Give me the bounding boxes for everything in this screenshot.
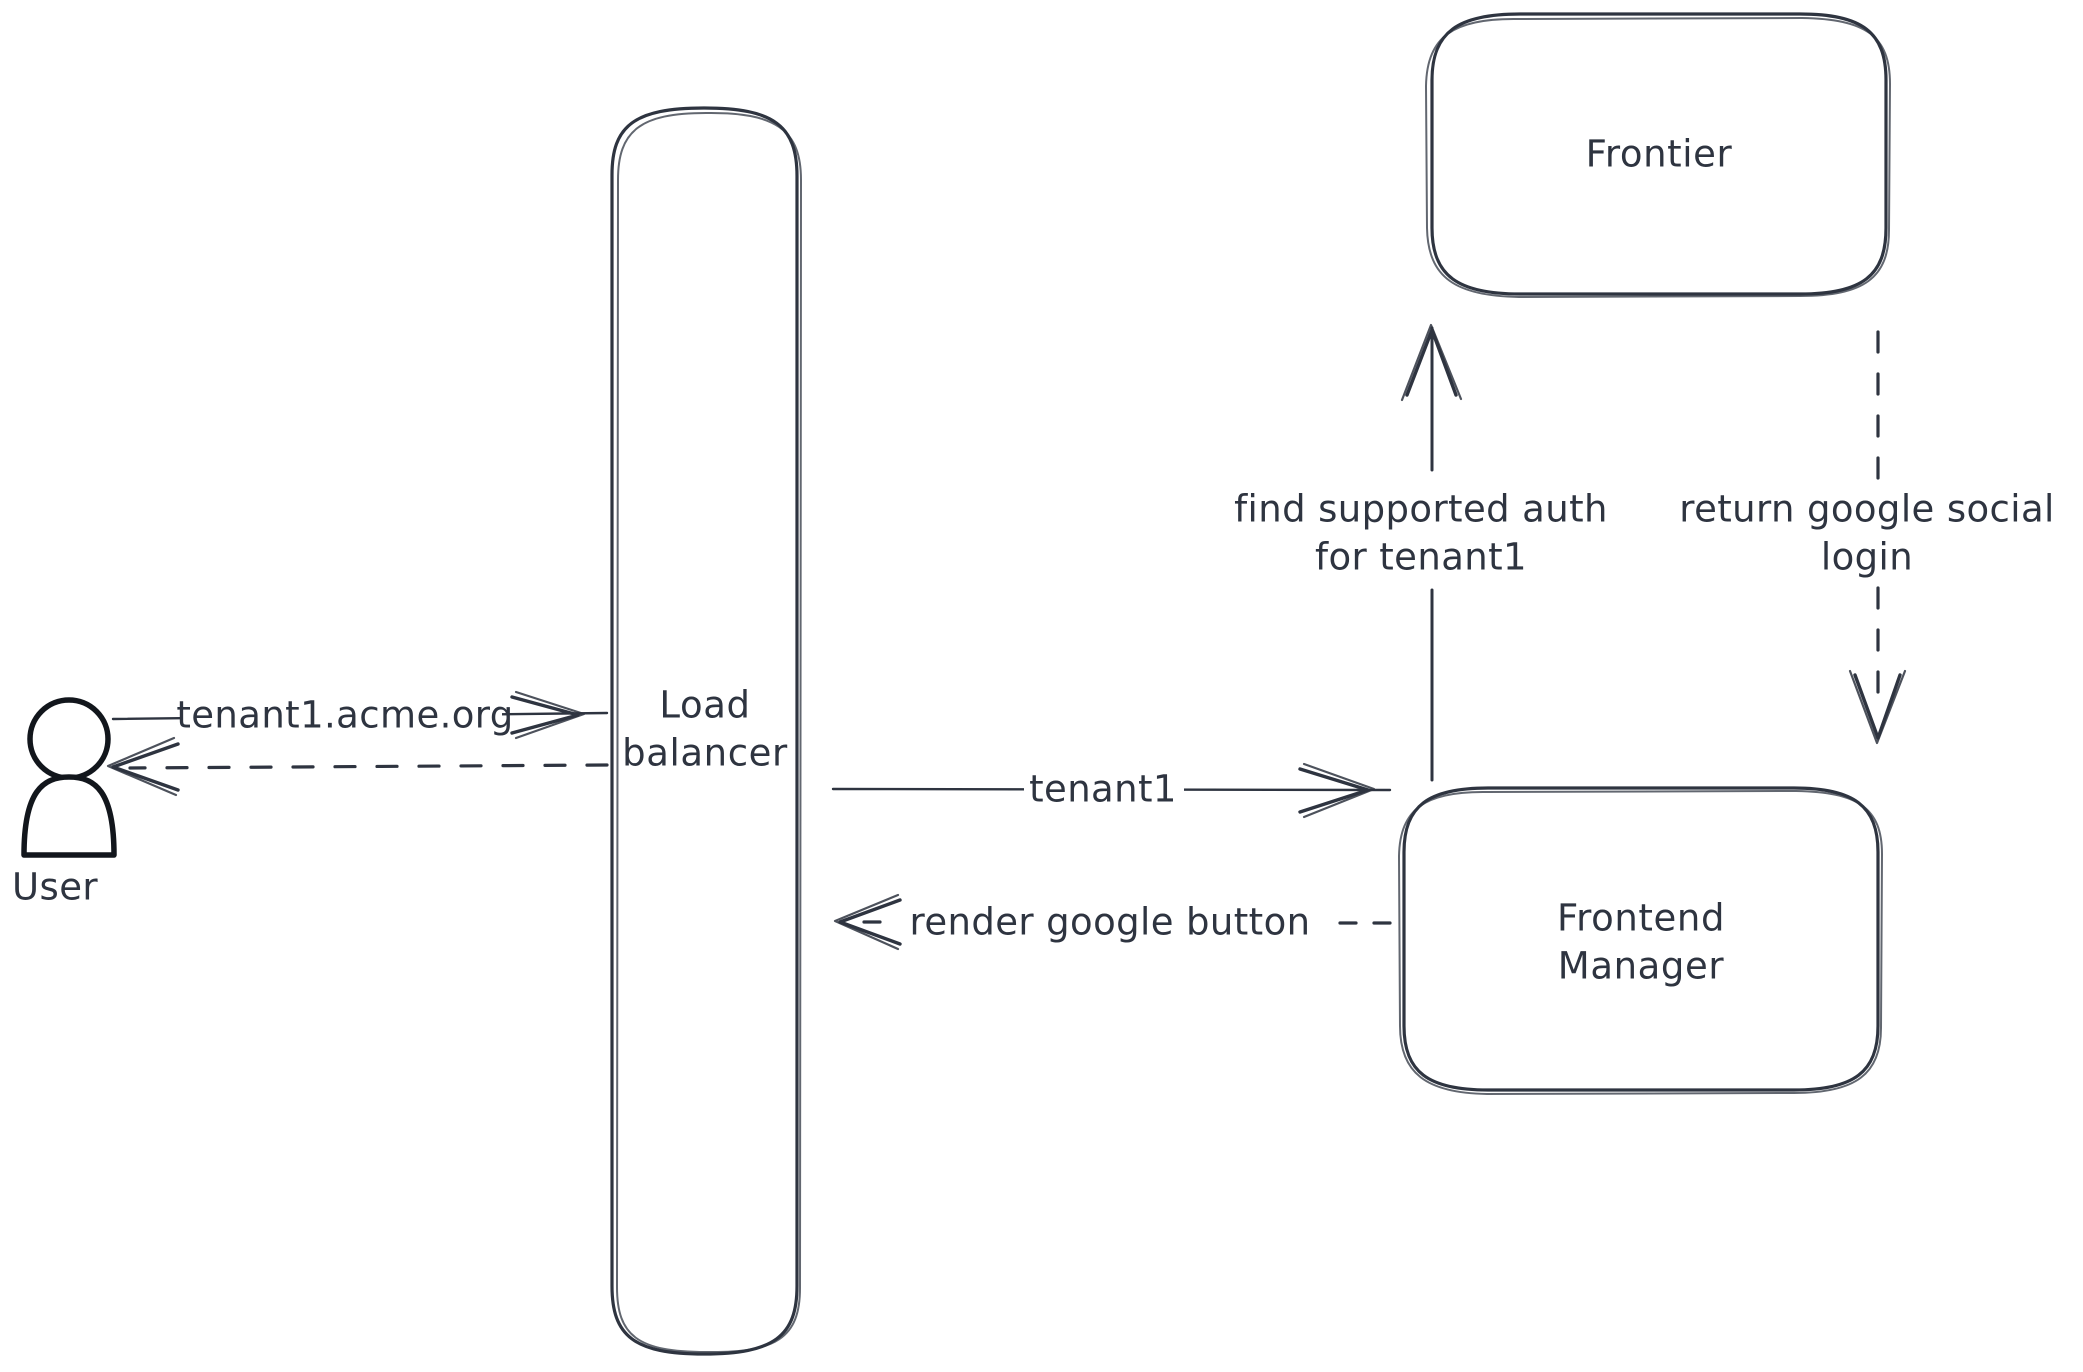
- load-balancer-label-line1: Load: [659, 684, 750, 727]
- edge-frontier-to-frontend-manager[interactable]: return google social login: [1679, 330, 2054, 745]
- edge-frontend-manager-to-frontier[interactable]: find supported auth for tenant1: [1234, 323, 1608, 782]
- edge-lb-to-user-line: [128, 763, 609, 770]
- user-body-icon: [21, 774, 117, 858]
- load-balancer-shape-sketch-overlay: [616, 111, 802, 1354]
- frontier-shape-sketch-overlay: [1425, 17, 1891, 298]
- edge-lb-to-fm-arrowhead-sketch: [1302, 762, 1376, 819]
- user-actor-label: User: [12, 866, 98, 909]
- frontier-label-line1: Frontier: [1586, 133, 1733, 176]
- load-balancer-label-line2: balancer: [622, 732, 788, 775]
- edge-load-balancer-to-frontend-manager[interactable]: tenant1: [831, 762, 1392, 819]
- edge-lb-to-user-arrowhead-sketch: [106, 736, 178, 797]
- edge-fm-to-frontier-arrowhead-sketch: [1400, 323, 1463, 402]
- edge-fm-to-frontier-label-line1: find supported auth: [1234, 488, 1608, 531]
- frontend-manager-shape-sketch-overlay: [1398, 790, 1883, 1095]
- edge-fm-to-lb-label: render google button: [910, 901, 1311, 944]
- frontend-manager-label-line2: Manager: [1558, 945, 1725, 988]
- edge-user-to-lb-label: tenant1.acme.org: [176, 694, 513, 737]
- edge-fm-to-lb-arrowhead-sketch: [833, 893, 900, 951]
- node-load-balancer[interactable]: Load balancer: [610, 106, 802, 1356]
- edge-lb-to-fm-arrowhead: [1298, 767, 1370, 814]
- edge-user-to-load-balancer[interactable]: tenant1.acme.org: [111, 690, 609, 742]
- edge-fm-to-frontier-label-line2: for tenant1: [1315, 536, 1527, 579]
- edge-frontier-to-fm-arrowhead-sketch: [1848, 669, 1907, 745]
- load-balancer-shape: [610, 106, 799, 1356]
- edge-frontier-to-fm-label-line2: login: [1821, 536, 1913, 579]
- frontend-manager-shape: [1402, 786, 1880, 1092]
- node-frontier[interactable]: Frontier: [1425, 12, 1891, 298]
- edge-load-balancer-to-user[interactable]: [106, 736, 609, 797]
- edge-lb-to-fm-label: tenant1: [1029, 768, 1177, 811]
- user-actor[interactable]: User: [12, 690, 130, 909]
- edge-frontend-manager-to-load-balancer[interactable]: render google button: [833, 893, 1392, 951]
- edge-user-to-lb-arrowhead-sketch: [514, 690, 586, 740]
- edge-fm-to-lb-arrowhead: [838, 898, 902, 946]
- edge-lb-to-fm-label-bg: [1024, 763, 1184, 815]
- node-frontend-manager[interactable]: Frontend Manager: [1398, 786, 1883, 1095]
- frontier-shape: [1430, 12, 1888, 296]
- frontend-manager-label-line1: Frontend: [1557, 897, 1725, 940]
- edge-frontier-to-fm-label-line1: return google social: [1679, 488, 2054, 531]
- edge-user-to-lb-label-bg: [180, 690, 502, 742]
- user-head-icon: [27, 697, 111, 781]
